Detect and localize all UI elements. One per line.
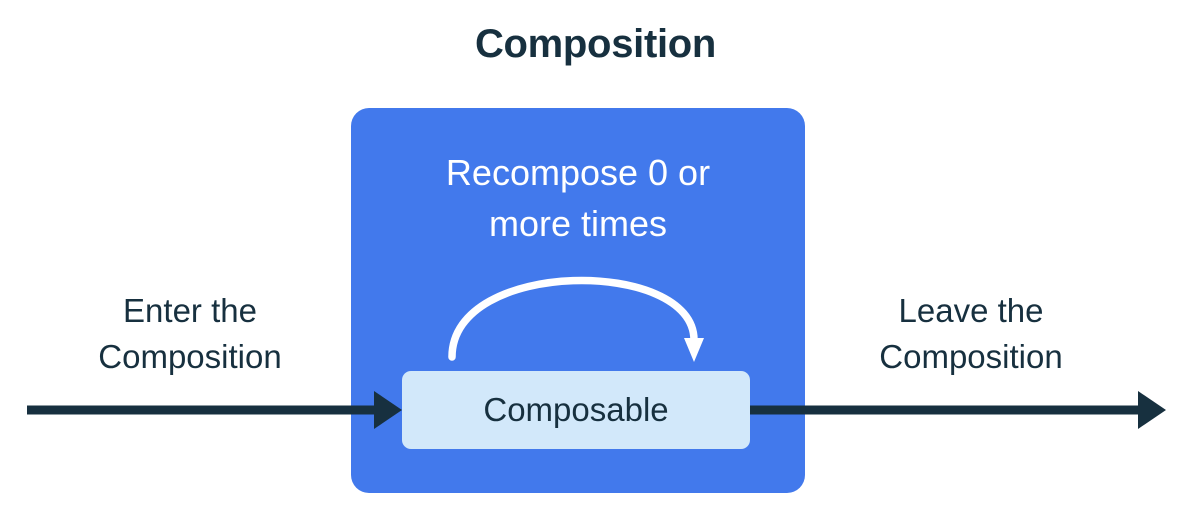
- recompose-caption: Recompose 0 or more times: [351, 147, 805, 249]
- enter-composition-label: Enter the Composition: [28, 288, 352, 380]
- recompose-caption-line-1: Recompose 0 or: [445, 152, 711, 193]
- composable-box: [402, 371, 750, 449]
- recompose-caption-line-2: more times: [488, 203, 668, 244]
- enter-composition-label-line-1: Enter the: [123, 292, 257, 329]
- leave-composition-label-line-1: Leave the: [898, 292, 1044, 329]
- composable-label: Composable: [483, 391, 669, 428]
- enter-arrow-icon: [27, 391, 402, 429]
- page-title: Composition: [474, 22, 717, 66]
- leave-composition-label-line-2: Composition: [879, 338, 1063, 375]
- enter-composition-label-line-2: Composition: [98, 338, 282, 375]
- leave-composition-label: Leave the Composition: [806, 288, 1136, 380]
- leave-arrow-icon: [750, 391, 1166, 429]
